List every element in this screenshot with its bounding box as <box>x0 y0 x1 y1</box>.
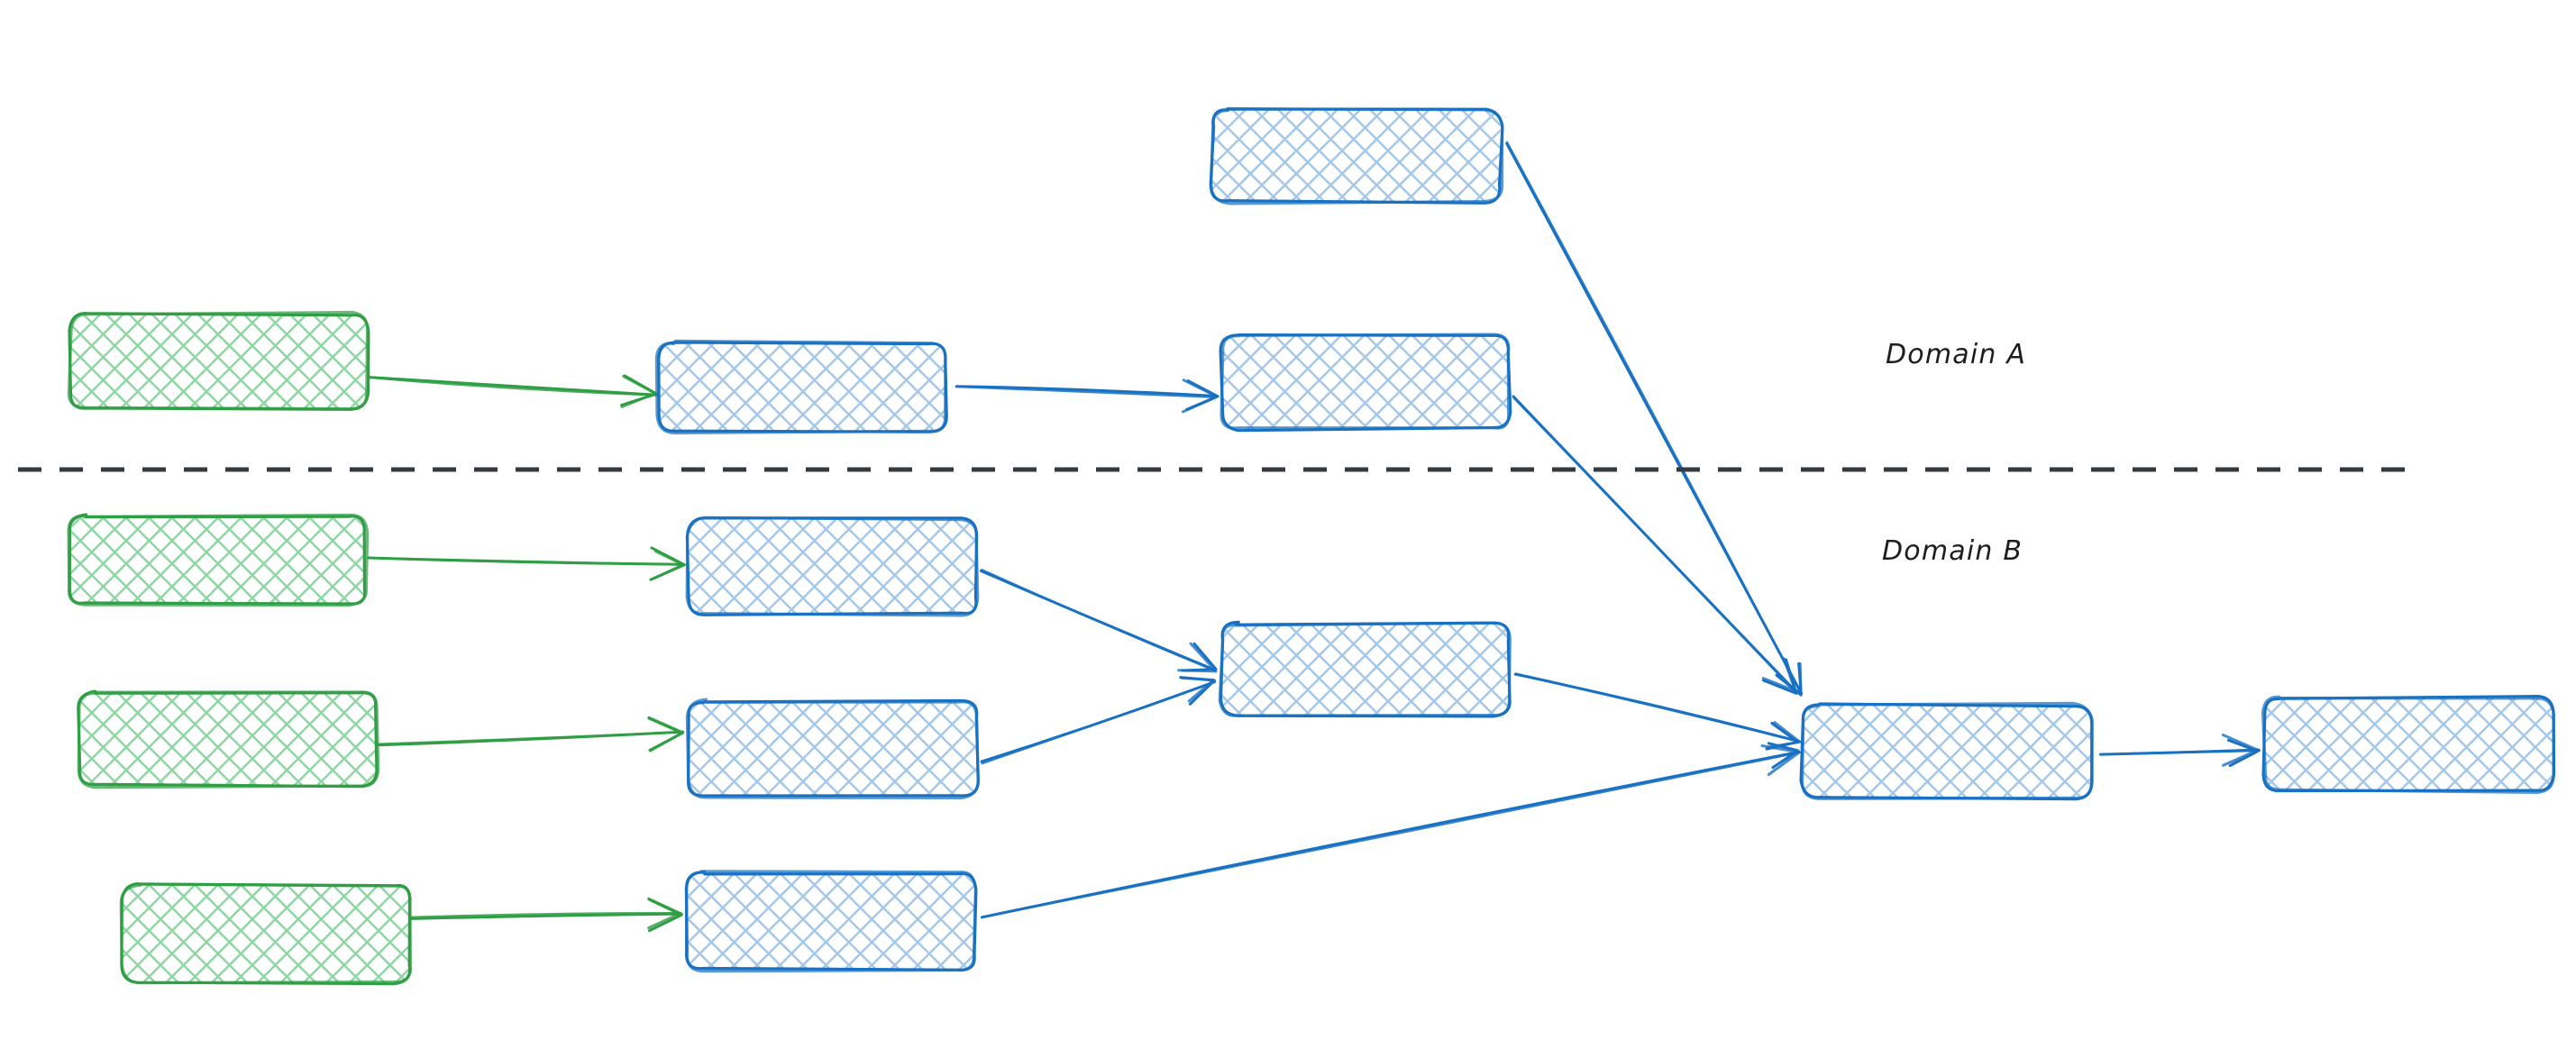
edge-e11[interactable] <box>980 742 1801 919</box>
node-outline <box>1210 106 1504 205</box>
edge-arrowhead <box>1177 642 1218 673</box>
edge-shaft-2 <box>1513 673 1802 743</box>
node-b-agg-1[interactable] <box>1218 620 1512 718</box>
node-fill <box>69 314 369 409</box>
edge-shaft-2 <box>2100 748 2260 756</box>
node-b-src-3[interactable] <box>119 882 413 986</box>
node-outline <box>67 513 370 607</box>
edge-e4[interactable] <box>1512 395 1798 695</box>
edge-arrowhead <box>1767 742 1800 770</box>
node-outline <box>2261 695 2555 794</box>
node-fill <box>657 342 946 433</box>
label-domain-a: Domain A <box>1886 339 2027 370</box>
edge-arrowhead <box>1761 657 1797 693</box>
node-a-out-1[interactable] <box>1219 333 1512 433</box>
edge-shaft-2 <box>377 731 685 745</box>
edge-shaft-2 <box>982 751 1801 918</box>
edges-layer <box>364 141 2261 933</box>
edge-arrowhead <box>653 550 685 579</box>
node-a-top-1[interactable] <box>1209 106 1504 205</box>
edge-shaft-2 <box>955 385 1218 398</box>
node-outline <box>119 882 413 985</box>
node-outline <box>685 515 980 617</box>
label-domain-b: Domain B <box>1882 535 2023 567</box>
node-fill <box>686 871 976 971</box>
edge-arrowhead <box>1180 676 1215 703</box>
node-outline <box>67 310 370 411</box>
node-b-src-2[interactable] <box>77 689 380 789</box>
node-b-mid-2[interactable] <box>685 698 980 799</box>
node-fill <box>1803 704 2092 799</box>
node-b-src-1[interactable] <box>67 513 370 607</box>
edge-e5[interactable] <box>366 546 686 581</box>
edge-e12[interactable] <box>2099 734 2261 768</box>
node-fill <box>1211 109 1501 202</box>
node-fill <box>688 518 978 616</box>
node-fill <box>68 515 367 605</box>
node-outline <box>1218 621 1512 717</box>
node-fill <box>1220 623 1511 716</box>
node-fill <box>2263 697 2553 792</box>
edge-shaft-2 <box>1512 397 1798 693</box>
edge-shaft-2 <box>366 556 685 566</box>
node-b-agg-2[interactable] <box>1799 701 2094 801</box>
edge-e1[interactable] <box>364 374 658 408</box>
edge-shaft-2 <box>407 911 682 919</box>
edge-e2[interactable] <box>955 379 1219 414</box>
edge-arrowhead <box>647 716 684 753</box>
node-outline <box>77 690 380 789</box>
edge-shaft-2 <box>981 569 1217 672</box>
edge-shaft-2 <box>364 376 658 397</box>
edge-arrowhead <box>620 375 657 408</box>
edge-arrowhead <box>1760 744 1801 776</box>
edge-shaft-2 <box>981 680 1216 765</box>
node-b-out-1[interactable] <box>2261 695 2556 794</box>
edge-e8[interactable] <box>979 569 1218 673</box>
edge-shaft <box>410 912 683 920</box>
node-outline <box>1800 701 2094 800</box>
edge-e9[interactable] <box>980 676 1217 765</box>
edge-arrowhead <box>1179 676 1216 706</box>
node-outline <box>654 339 947 435</box>
node-fill <box>688 700 978 798</box>
edge-arrowhead <box>1181 379 1219 414</box>
edge-arrowhead <box>2221 734 2260 767</box>
nodes-layer <box>67 106 2556 986</box>
node-fill <box>1221 335 1511 430</box>
edge-shaft-2 <box>1505 141 1803 696</box>
node-a-mid-1[interactable] <box>654 339 948 435</box>
edge-e6[interactable] <box>376 716 685 753</box>
edge-arrowhead <box>647 897 682 930</box>
node-b-mid-1[interactable] <box>685 515 980 617</box>
node-a-src-1[interactable] <box>67 310 370 411</box>
node-b-mid-3[interactable] <box>684 870 978 973</box>
edge-e3[interactable] <box>1505 141 1804 697</box>
node-outline <box>685 698 980 799</box>
node-fill <box>78 692 378 787</box>
node-outline <box>684 870 977 973</box>
edge-e7[interactable] <box>407 897 683 933</box>
node-fill <box>122 884 411 983</box>
edge-e10[interactable] <box>1513 672 1802 751</box>
node-outline <box>1219 333 1511 430</box>
